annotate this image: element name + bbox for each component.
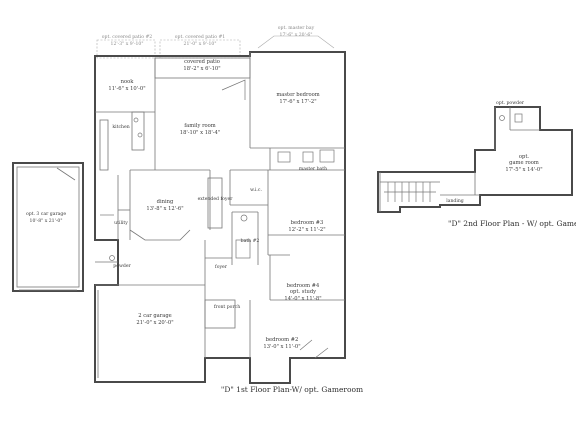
bedroom-3-name: bedroom #3 [291, 220, 324, 226]
foyer-name: foyer [215, 264, 228, 270]
bedroom-2-dims: 13'-0" x 11'-0" [263, 344, 300, 350]
garage-2-car-name: 2 car garage [138, 313, 171, 319]
opt-covered-patio-2-dims: 12'-3" x 9'-10" [111, 41, 144, 47]
kitchen-name: kitchen [112, 124, 129, 130]
utility-name: utility [114, 220, 128, 226]
opt-game-room-sub: game room [509, 160, 539, 166]
opt-covered-patio-2-outline [96, 39, 156, 59]
dining-dims: 13'-8" x 12'-6" [146, 206, 183, 212]
opt-game-room-name: opt. [519, 154, 530, 160]
bath-2-name: bath #2 [241, 238, 260, 244]
dining-name: dining [157, 199, 174, 205]
opt-covered-patio-1-dims: 21'-0" x 9'-10" [184, 41, 217, 47]
second-floor-caption: "D" 2nd Floor Plan - W/ opt. Gameroom [448, 219, 576, 228]
first-floor-caption: "D" 1st Floor Plan-W/ opt. Gameroom [221, 385, 363, 394]
bedroom-4-dims: 14'-0" x 11'-8" [284, 296, 321, 302]
first-floor-plan: opt. covered patio #2 12'-3" x 9'-10" op… [94, 25, 363, 394]
nook-name: nook [121, 79, 135, 85]
wic-name: w.i.c. [250, 187, 262, 193]
front-porch-name: front porch [214, 304, 240, 310]
bedroom-4-sub: opt. study [290, 289, 316, 295]
family-room-dims: 18'-10" x 18'-4" [180, 130, 220, 136]
master-bath-name: master bath [299, 166, 327, 172]
opt-master-bay-name: opt. master bay [278, 25, 315, 31]
master-bedroom-name: master bedroom [276, 92, 319, 98]
opt-covered-patio-2-name: opt. covered patio #2 [102, 34, 153, 40]
landing-name: landing [446, 198, 464, 204]
covered-patio-dims: 18'-2" x 6'-10" [183, 66, 220, 72]
bedroom-3-dims: 12'-2" x 11'-2" [288, 227, 325, 233]
opt-game-room-dims: 17'-5" x 14'-0" [505, 167, 542, 173]
opt-master-bay-outline [257, 35, 335, 49]
opt-3-car-garage-name: opt. 3 car garage [26, 211, 66, 217]
opt-3-car-garage: opt. 3 car garage 10'-8" x 21'-0" [12, 162, 84, 292]
covered-patio-name: covered patio [184, 59, 220, 65]
opt-3-car-garage-dims: 10'-8" x 21'-0" [30, 218, 63, 224]
extended-foyer-name: extended foyer [198, 196, 234, 202]
opt-covered-patio-1-name: opt. covered patio #1 [175, 34, 226, 40]
second-floor-plan: opt. powder opt. game room 17'-5" x 14'-… [377, 100, 576, 228]
opt-master-bay-dims: 17'-6" x 20'-6" [280, 32, 313, 38]
powder-name: powder [113, 263, 131, 269]
garage-2-car-dims: 21'-0" x 20'-0" [136, 320, 173, 326]
bedroom-4-name: bedroom #4 [287, 283, 320, 289]
family-room-name: family room [184, 123, 216, 129]
bedroom-2-name: bedroom #2 [266, 337, 299, 343]
nook-dims: 11'-6" x 10'-0" [108, 86, 145, 92]
opt-powder-name: opt. powder [496, 100, 525, 106]
master-bedroom-dims: 17'-6" x 17'-2" [279, 99, 316, 105]
